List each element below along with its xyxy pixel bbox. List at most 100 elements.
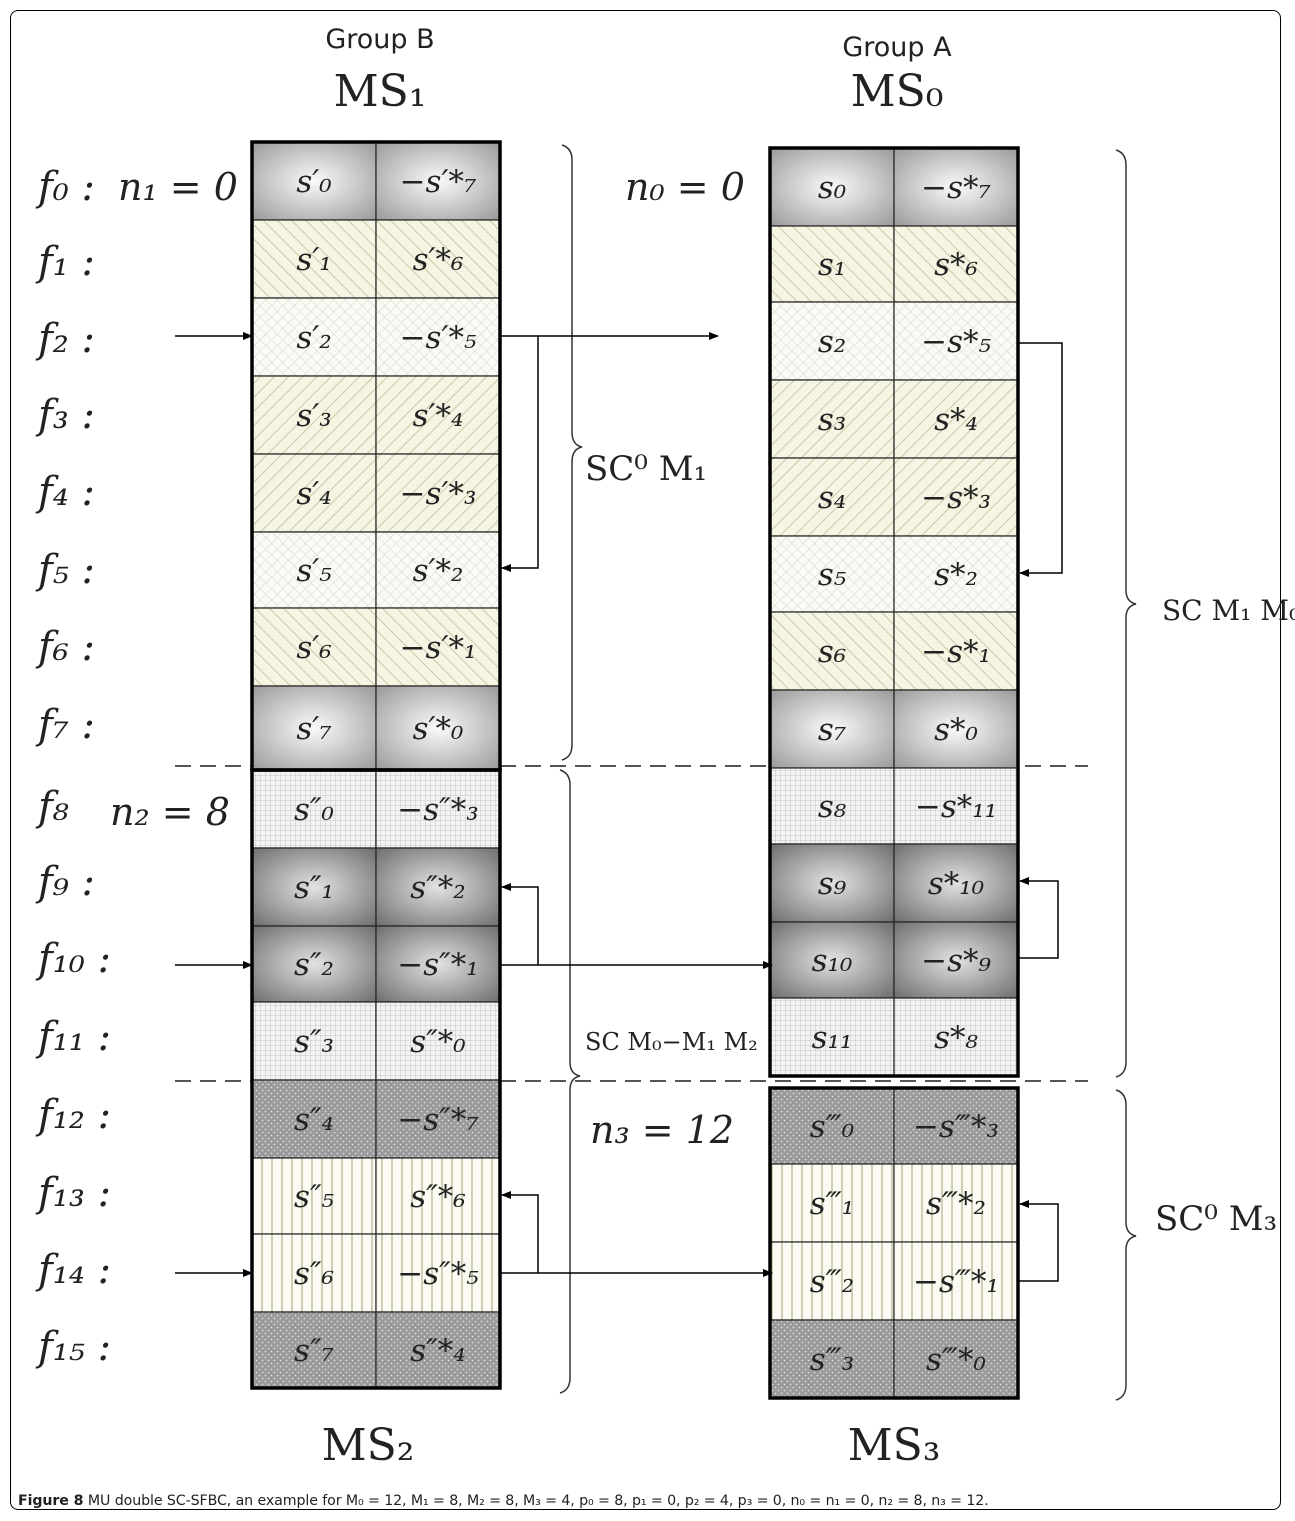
group-a-title: Group A xyxy=(842,32,952,63)
figure-caption: Figure 8 MU double SC-SFBC, an example f… xyxy=(18,1493,1283,1509)
cell-right_column-r6-c0 xyxy=(769,611,895,691)
cell-label: s‴₁ xyxy=(810,1186,854,1222)
sc-m0-label: SC M₁ M₀ xyxy=(1162,594,1295,627)
cell-label: s₁ xyxy=(818,247,846,283)
brace-sc-m1 xyxy=(561,144,583,761)
cell-right_column-r8-c1 xyxy=(893,767,1019,845)
cell-right_column-r6-c1 xyxy=(893,611,1019,691)
cell-label: −s″*₇ xyxy=(397,1102,479,1138)
offset-n3: n₃ = 12 xyxy=(590,1108,734,1152)
cell-label: s″₂ xyxy=(294,947,334,983)
freq-label-2: f₂ : xyxy=(35,316,95,362)
cell-left_column-r13-c0 xyxy=(251,1157,377,1235)
freq-label-6: f₆ : xyxy=(35,624,95,670)
connector-right-f2-f5 xyxy=(1018,342,1063,577)
connector-left-f13-f14 xyxy=(501,1191,539,1273)
cell-label: s*₆ xyxy=(934,247,978,283)
cell-label: s*₀ xyxy=(934,712,978,748)
cell-label: s′₁ xyxy=(296,242,331,278)
cell-label: s₇ xyxy=(818,712,847,748)
cell-right_column-r8-c0 xyxy=(769,767,895,845)
cell-left_column-r0-c0 xyxy=(251,141,377,221)
ms2-label: MS₂ xyxy=(322,1420,415,1471)
brace-sc-m2 xyxy=(559,769,581,1394)
freq-label-13: f₁₃ : xyxy=(35,1170,111,1216)
cell-label: −s*₉ xyxy=(921,943,991,979)
cell-label: s₄ xyxy=(818,480,846,516)
cell-right_column-r11-c1 xyxy=(893,997,1019,1077)
block-outline-ms3 xyxy=(768,1086,1020,1400)
cell-label: −s′*₇ xyxy=(400,164,477,200)
cell-label: s′*₀ xyxy=(413,711,464,747)
caption-text: MU double SC-SFBC, an example for M₀ = 1… xyxy=(87,1493,989,1509)
cell-label: s′₅ xyxy=(296,553,332,589)
cell-left_column-r1-c1 xyxy=(375,219,501,299)
cell-label: s′₀ xyxy=(296,164,332,200)
cell-right_column-r2-c0 xyxy=(769,301,895,381)
freq-label-11: f₁₁ : xyxy=(35,1014,111,1060)
cell-label: −s″*₅ xyxy=(397,1256,479,1292)
cell-label: −s*₁₁ xyxy=(915,789,997,825)
cell-label: −s*₁ xyxy=(921,634,991,670)
cell-label: s₁₀ xyxy=(812,943,853,979)
brace-sc-m0 xyxy=(1115,149,1137,1078)
cell-label: s′₄ xyxy=(296,476,331,512)
cell-label: −s′*₅ xyxy=(400,320,477,356)
cell-right_column-r5-c0 xyxy=(769,535,895,613)
offset-n2: n₂ = 8 xyxy=(110,790,230,834)
connector-right-f13-f14 xyxy=(1018,1200,1059,1282)
cell-right_column-r4-c0 xyxy=(769,457,895,537)
cell-label: s″₆ xyxy=(294,1256,334,1292)
sc-m3-label: SC⁰ M₃ xyxy=(1155,1199,1277,1239)
brace-sc-m3 xyxy=(1115,1089,1137,1401)
cell-label: −s′*₃ xyxy=(400,476,477,512)
cell-label: s′₆ xyxy=(296,630,331,666)
cell-label: −s*₃ xyxy=(921,480,991,516)
cell-label: s‴₃ xyxy=(810,1342,854,1378)
cell-label: s″₁ xyxy=(294,870,334,906)
connector-left-f9-f10 xyxy=(501,883,539,965)
cell-right_column-r12-c1 xyxy=(893,1087,1019,1165)
cell-right_column-r4-c1 xyxy=(893,457,1019,537)
cell-right_column-r3-c0 xyxy=(769,379,895,459)
freq-label-15: f₁₅ : xyxy=(35,1324,111,1370)
cell-right_column-r1-c1 xyxy=(893,225,1019,303)
cell-label: s₁₁ xyxy=(812,1020,853,1056)
cell-label: s₃ xyxy=(818,402,846,438)
cell-label: −s‴*₃ xyxy=(913,1109,999,1145)
cell-right_column-r14-c0 xyxy=(769,1241,895,1321)
cell-left_column-r5-c0 xyxy=(251,531,377,609)
cell-left_column-r11-c1 xyxy=(375,1001,501,1081)
cell-label: s′*₆ xyxy=(413,242,464,278)
freq-label-4: f₄ : xyxy=(35,469,95,515)
cell-left_column-r1-c0 xyxy=(251,219,377,299)
cell-right_column-r14-c1 xyxy=(893,1241,1019,1321)
cell-label: s₅ xyxy=(818,557,847,593)
cell-label: s*₂ xyxy=(934,557,978,593)
ms1-label: MS₁ xyxy=(334,66,427,117)
offset-n1: n₁ = 0 xyxy=(118,165,238,209)
cell-label: s″*₀ xyxy=(410,1024,466,1060)
cell-label: s″₃ xyxy=(294,1024,334,1060)
cell-right_column-r7-c0 xyxy=(769,689,895,769)
cell-left_column-r10-c1 xyxy=(375,925,501,1003)
group-b-title: Group B xyxy=(325,24,434,55)
cell-label: s*₁₀ xyxy=(928,866,985,902)
freq-label-5: f₅ : xyxy=(35,547,95,593)
caption-label: Figure 8 xyxy=(18,1493,84,1509)
cell-right_column-r0-c1 xyxy=(893,147,1019,227)
cell-label: −s*₇ xyxy=(921,170,991,206)
cell-left_column-r12-c1 xyxy=(375,1079,501,1159)
cell-left_column-r13-c1 xyxy=(375,1157,501,1235)
connector-right-f9-f10 xyxy=(1018,877,1059,959)
cell-right_column-r15-c1 xyxy=(893,1319,1019,1399)
freq-label-7: f₇ : xyxy=(35,702,95,748)
cell-label: s*₄ xyxy=(934,402,978,438)
cell-label: −s*₅ xyxy=(921,324,991,360)
cell-right_column-r11-c0 xyxy=(769,997,895,1077)
freq-label-3: f₃ : xyxy=(35,392,95,438)
